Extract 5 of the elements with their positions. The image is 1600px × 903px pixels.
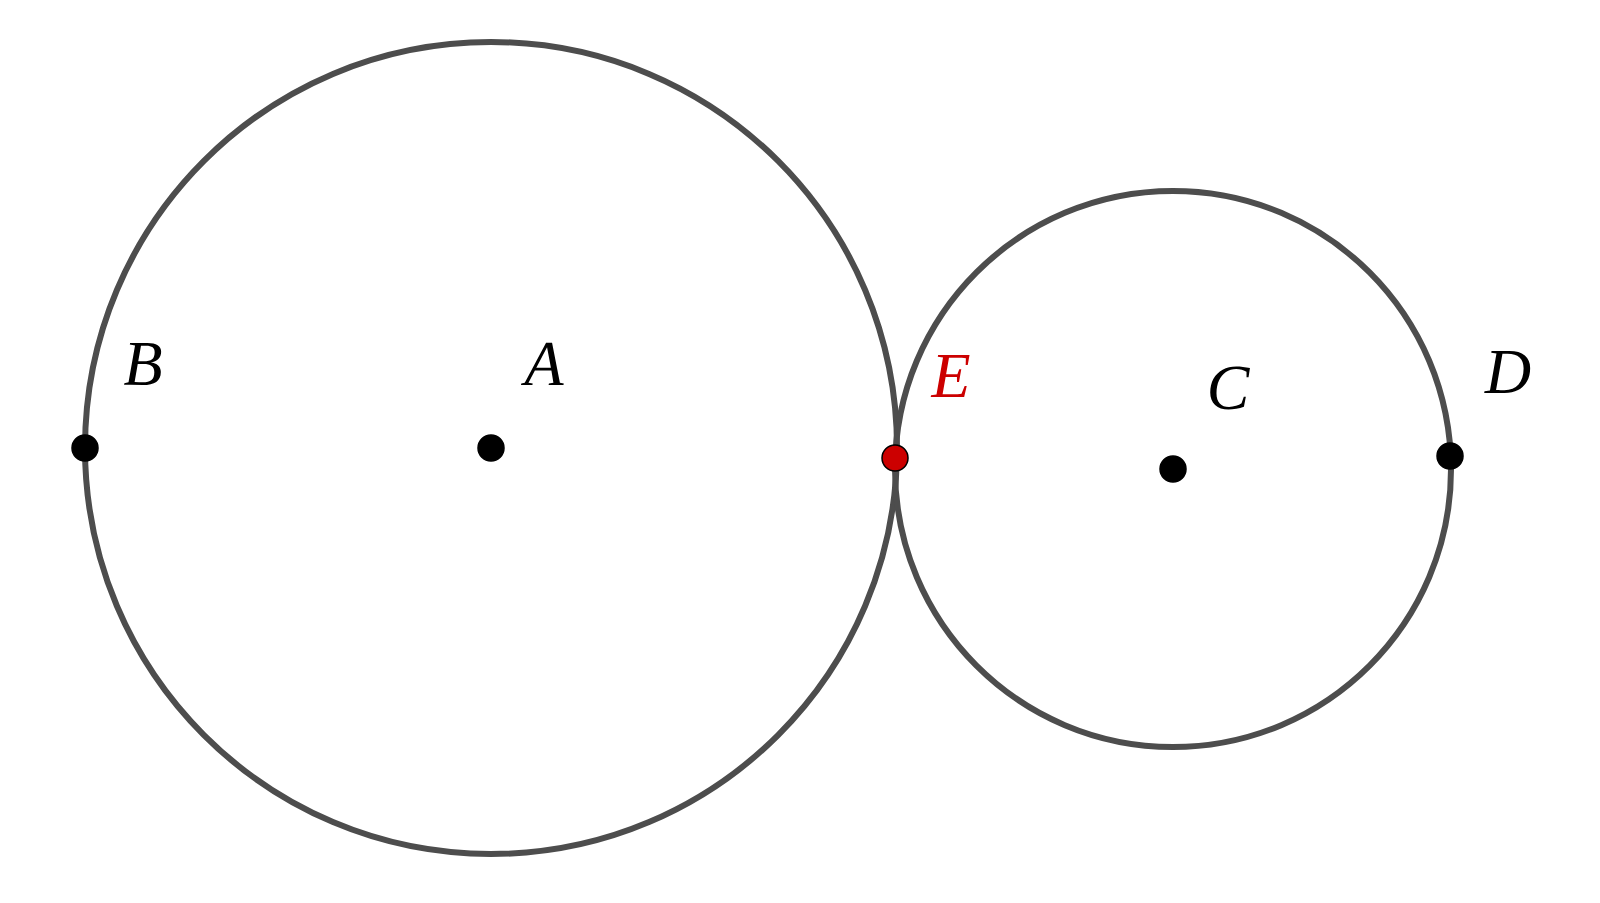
point-label: C	[1210, 366, 1250, 410]
point-label: B	[124, 342, 162, 386]
point-label: A	[520, 342, 564, 386]
point-label: D	[1484, 351, 1531, 393]
point-label: E	[930, 355, 970, 397]
